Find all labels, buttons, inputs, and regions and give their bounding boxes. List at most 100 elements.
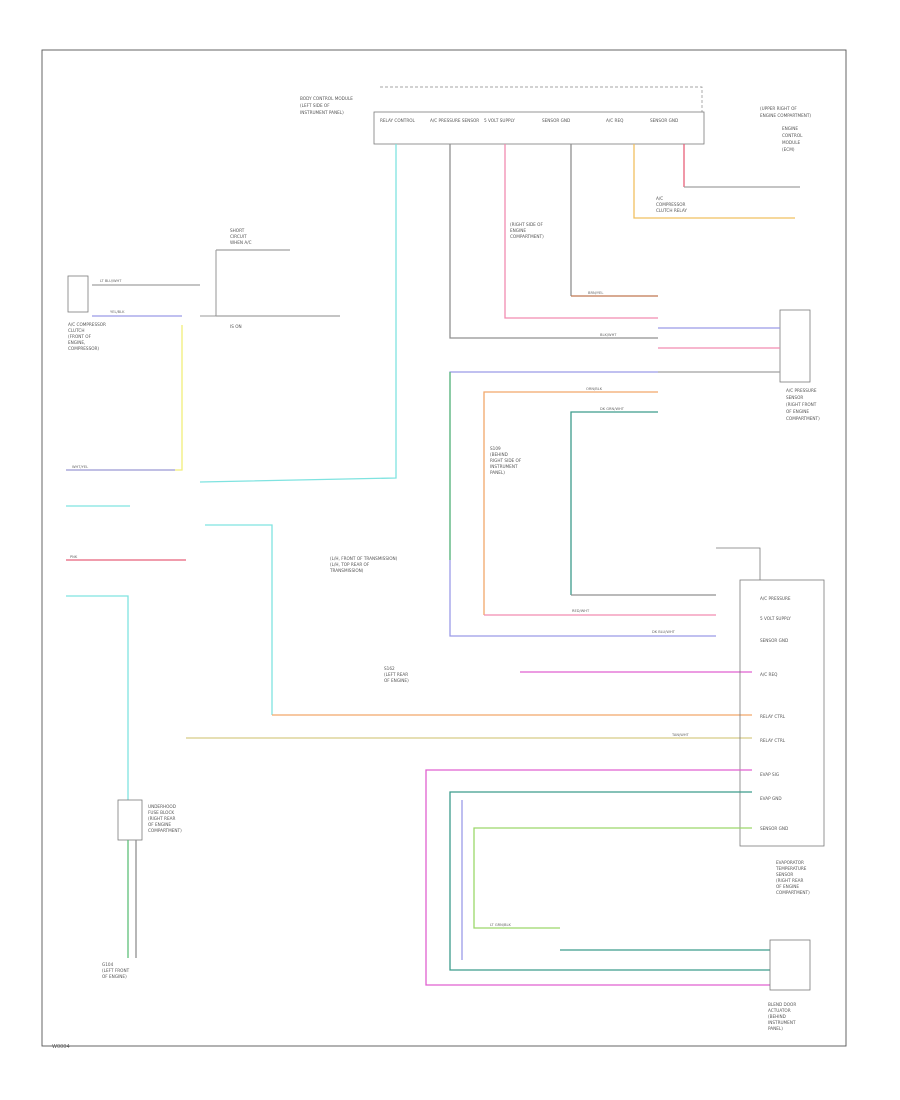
wire-code-1: LT BLU/WHT <box>100 279 122 283</box>
fuse-label-4: OF ENGINE <box>148 822 171 827</box>
ecm-title-line-5: MODULE <box>782 140 801 145</box>
wire-code-5: DK BLU/WHT <box>652 630 676 634</box>
ps-label-4: OF ENGINE <box>786 409 809 414</box>
wire-cyan-main <box>199 144 397 483</box>
ecm-title-line-2: ENGINE COMPARTMENT) <box>760 113 811 118</box>
bcm-title-line-3: INSTRUMENT PANEL) <box>300 110 344 115</box>
br-label-6: COMPARTMENT) <box>776 890 810 895</box>
blend-label-3: (BEHIND <box>768 1014 786 1019</box>
blend-label-1: BLEND DOOR <box>768 1002 796 1007</box>
ps-label-5: COMPARTMENT) <box>786 416 820 421</box>
compressor-label-5: COMPRESSOR) <box>68 346 99 351</box>
ecm-pin-2: 5 VOLT SUPPLY <box>760 616 791 621</box>
blend-door-connector <box>769 939 811 991</box>
bcm-title-line-2: (LEFT SIDE OF <box>300 103 330 108</box>
ecm-pin-3: SENSOR GND <box>760 638 788 643</box>
top-connector-pin-2: A/C PRESSURE SENSOR <box>430 118 479 123</box>
splice-mid-2: (LEFT REAR <box>384 672 408 677</box>
fuse-label-2: FUSE BLOCK <box>148 810 174 815</box>
ps-label-1: A/C PRESSURE <box>786 388 817 393</box>
br-label-4: (RIGHT REAR <box>776 878 803 883</box>
footer-code: W0004 <box>52 1044 70 1050</box>
ecm-connector: A/C PRESSURE 5 VOLT SUPPLY SENSOR GND A/… <box>716 547 825 847</box>
top-dashed-bus <box>380 86 703 112</box>
wire-cyan-relay <box>205 524 273 715</box>
ecm-title-line-4: CONTROL <box>782 133 803 138</box>
wire-magenta-loop <box>425 769 770 986</box>
fuse-label-5: COMPARTMENT) <box>148 828 182 833</box>
trans-label-3: TRANSMISSION) <box>329 568 364 573</box>
ecm-pin-4: A/C REQ <box>760 672 778 677</box>
splice-top-1: S109 <box>490 446 501 451</box>
relay-label-5: ENGINE <box>510 228 526 233</box>
wire-lime-loop <box>473 827 752 929</box>
pressure-sensor-label: A/C PRESSURE SENSOR (RIGHT FRONT OF ENGI… <box>786 388 820 421</box>
ecm-title-line-6: (ECM) <box>782 147 795 152</box>
fuse-box-left <box>117 799 143 841</box>
blend-label: BLEND DOOR ACTUATOR (BEHIND INSTRUMENT P… <box>768 1002 796 1031</box>
pressure-sensor-block <box>779 309 811 383</box>
wire-code-9: PNK <box>70 555 78 559</box>
blend-label-4: INSTRUMENT <box>768 1020 796 1025</box>
wire-code-11: BRN/YEL <box>588 291 603 295</box>
top-connector: RELAY CONTROL A/C PRESSURE SENSOR 5 VOLT… <box>373 111 705 145</box>
compressor-clutch: A/C COMPRESSOR CLUTCH (FRONT OF ENGINE, … <box>67 275 106 351</box>
compressor-label-2: CLUTCH <box>68 328 85 333</box>
compressor-label-1: A/C COMPRESSOR <box>68 322 106 327</box>
wire-pink-3 <box>504 144 658 319</box>
blend-label-2: ACTUATOR <box>768 1008 791 1013</box>
splice-mid-3: OF ENGINE) <box>384 678 409 683</box>
top-connector-pin-5: A/C REQ <box>606 118 624 123</box>
br-label-3: SENSOR <box>776 872 793 877</box>
ecm-pin-7: EVAP SIG <box>760 772 779 777</box>
ecm-pin-8: EVAP GND <box>760 796 782 801</box>
fuse-label-3: (RIGHT REAR <box>148 816 175 821</box>
compressor-label-4: ENGINE, <box>68 340 85 345</box>
top-connector-pin-6: SENSOR GND <box>650 118 678 123</box>
wire-code-8: ORN/BLK <box>586 387 603 391</box>
splice-top-4: INSTRUMENT <box>490 464 518 469</box>
splice-top-5: PANEL) <box>490 470 505 475</box>
wire-orange-long <box>483 391 658 615</box>
top-connector-pin-1: RELAY CONTROL <box>380 118 416 123</box>
ecm-pin-9: SENSOR GND <box>760 826 788 831</box>
top-connector-pin-4: SENSOR GND <box>542 118 570 123</box>
wire-code-7: WHT/YEL <box>72 465 88 469</box>
wire-code-2: YEL/BLK <box>110 310 125 314</box>
splice-top-label: S109 (BEHIND RIGHT SIDE OF INSTRUMENT PA… <box>490 446 522 475</box>
br-label-1: EVAPORATOR <box>776 860 804 865</box>
trans-label-1: (L/H, FRONT OF TRANSMISSION) <box>330 556 398 561</box>
sub-left-3: WHEN A/C <box>230 240 252 245</box>
splice-mid-label: S162 (LEFT REAR OF ENGINE) <box>384 666 409 683</box>
br-label-2: TEMPERATURE <box>775 866 807 871</box>
splice-top-3: RIGHT SIDE OF <box>490 458 522 463</box>
blend-label-5: PANEL) <box>768 1026 783 1031</box>
relay-label-3: CLUTCH RELAY <box>656 208 687 213</box>
diagram-frame <box>41 49 847 1047</box>
ground-label-2: (LEFT FRONT <box>102 968 130 973</box>
br-label-5: OF ENGINE <box>776 884 799 889</box>
bcm-title-line-1: BODY CONTROL MODULE <box>300 96 353 101</box>
fuse-block-label: UNDERHOOD FUSE BLOCK (RIGHT REAR OF ENGI… <box>148 804 182 833</box>
relay-label-1: A/C <box>656 196 663 201</box>
ecm-title: (UPPER RIGHT OF ENGINE COMPARTMENT) ENGI… <box>760 106 811 152</box>
ecm-pin-6: RELAY CTRL <box>760 738 786 743</box>
trans-label-2: (L/H, TOP REAR OF <box>330 562 370 567</box>
ecm-title-line-3: ENGINE <box>782 126 798 131</box>
wire-code-3: BLK/WHT <box>600 333 617 337</box>
ps-label-2: SENSOR <box>786 395 803 400</box>
wire-cyan-down <box>66 595 129 800</box>
sub-left-1: SHORT <box>230 228 245 233</box>
bottom-right-label: EVAPORATOR TEMPERATURE SENSOR (RIGHT REA… <box>775 860 810 895</box>
ps-label-3: (RIGHT FRONT <box>786 402 817 407</box>
wire-code-12: LT GRN/BLK <box>490 923 511 927</box>
ground-label-3: OF ENGINE) <box>102 974 127 979</box>
relay-label-6: COMPARTMENT) <box>510 234 544 239</box>
wire-gold-5 <box>633 144 795 219</box>
splice-top-2: (BEHIND <box>490 452 508 457</box>
ground-label-1: G104 <box>102 962 114 967</box>
trans-label: (L/H, FRONT OF TRANSMISSION) (L/H, TOP R… <box>329 556 398 573</box>
wire-gray-2 <box>449 144 658 339</box>
relay-label-2: COMPRESSOR <box>656 202 686 207</box>
